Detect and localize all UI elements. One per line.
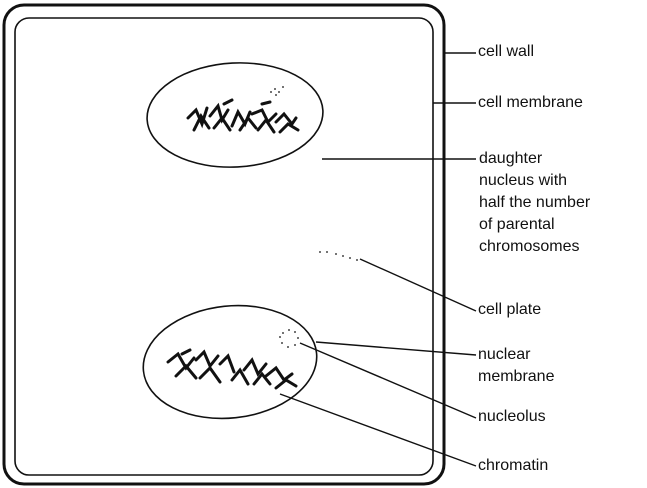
nuclear-membrane-label-line: membrane	[478, 366, 554, 388]
cell-plate-label: cell plate	[478, 299, 541, 321]
nucleolus-label: nucleolus	[478, 406, 546, 428]
cell-wall-outline	[4, 5, 444, 484]
leader-lines	[280, 53, 476, 466]
upper-nucleolus-dots	[270, 86, 284, 96]
leader-nuclear-membrane	[316, 342, 476, 355]
leader-cell-plate	[360, 259, 476, 311]
daughter-nucleus-label-line: half the number	[479, 192, 590, 214]
lower-chromosomes	[168, 350, 296, 388]
daughter-nucleus-label: daughter nucleus with half the number of…	[479, 148, 590, 258]
cell-wall-label: cell wall	[478, 41, 534, 63]
leader-nucleolus	[300, 343, 476, 418]
daughter-nucleus-label-line: nucleus with	[479, 170, 590, 192]
daughter-nucleus-label-line: daughter	[479, 148, 590, 170]
lower-nucleolus-dots	[279, 329, 299, 348]
upper-nucleus	[144, 58, 325, 171]
daughter-nucleus-label-line: of parental	[479, 214, 590, 236]
nuclear-membrane-label-line: nuclear	[478, 344, 554, 366]
chromatin-label: chromatin	[478, 455, 548, 477]
daughter-nucleus-label-line: chromosomes	[479, 236, 590, 258]
cell-plate-dots	[319, 251, 358, 261]
cell-membrane-outline	[15, 18, 433, 475]
upper-chromosomes	[188, 100, 298, 132]
cell-membrane-label: cell membrane	[478, 92, 583, 114]
nuclear-membrane-label: nuclear membrane	[478, 344, 554, 388]
